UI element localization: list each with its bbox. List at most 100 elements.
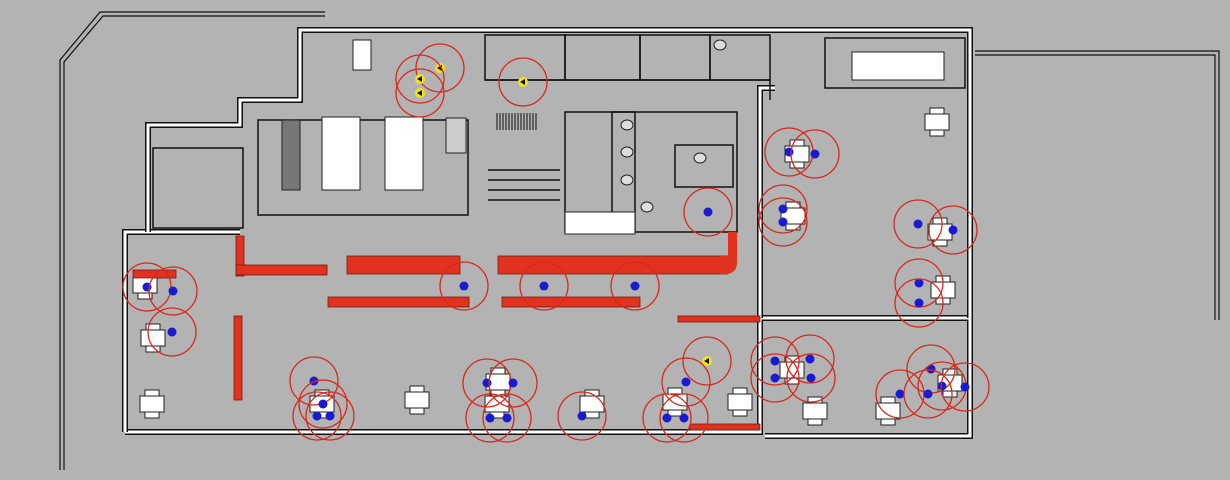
agent-radius	[750, 336, 800, 386]
table	[140, 329, 166, 347]
table-set	[727, 387, 753, 417]
agent-blue	[778, 217, 788, 227]
toilet	[620, 174, 634, 186]
wall-core	[125, 316, 972, 438]
table-set	[930, 275, 956, 305]
agent-radius	[785, 334, 835, 384]
agent-radius	[903, 369, 953, 419]
agent-blue	[948, 225, 958, 235]
agent-blue	[681, 377, 691, 387]
agent-blue	[630, 281, 640, 291]
agent-radius	[488, 358, 538, 408]
table	[404, 391, 430, 409]
agent-blue	[914, 298, 924, 308]
kitchen-island	[321, 116, 361, 191]
serving-counter	[235, 235, 245, 277]
agent-radius	[642, 393, 692, 443]
kitchen-block	[257, 119, 469, 216]
sink	[352, 39, 372, 71]
agent-blue	[168, 286, 178, 296]
accessible-restroom	[674, 144, 734, 188]
counters	[132, 232, 761, 431]
agent-radius	[298, 379, 348, 429]
agent-blue	[662, 413, 672, 423]
outer-wall	[59, 11, 325, 470]
agent-radius	[148, 266, 198, 316]
serving-counter	[501, 296, 641, 308]
serving-counter	[327, 296, 470, 308]
agent-blue	[937, 381, 947, 391]
restrooms	[611, 111, 738, 233]
agent-blue	[913, 219, 923, 229]
wall-core	[146, 60, 302, 232]
fridge	[445, 117, 467, 154]
serving-counter	[233, 315, 243, 401]
table-set	[924, 107, 950, 137]
agent-blue	[914, 278, 924, 288]
agent-radius	[305, 391, 355, 441]
serving-counter	[132, 269, 177, 279]
agent-radius	[557, 391, 607, 441]
grill	[281, 119, 301, 191]
agent-blue	[539, 281, 549, 291]
agent-radius	[439, 261, 489, 311]
agent-blue	[703, 207, 713, 217]
walls	[59, 11, 1220, 470]
wall-core	[123, 230, 240, 432]
table-set	[140, 323, 166, 353]
agent-radius	[395, 68, 445, 118]
toilet	[713, 39, 727, 51]
agent-radius	[610, 261, 660, 311]
agent-blue	[325, 411, 335, 421]
agent-radius	[758, 184, 808, 234]
wall-core	[298, 28, 972, 318]
agent-blue	[679, 413, 689, 423]
agent-direction-icon	[417, 76, 422, 82]
serving-counter	[346, 255, 461, 275]
agent-blue	[318, 399, 328, 409]
agent-blue	[577, 411, 587, 421]
corridor-wall	[485, 79, 771, 100]
agent-blue	[806, 373, 816, 383]
table-set	[802, 396, 828, 426]
agent-radius	[940, 362, 990, 412]
agent-radius	[292, 391, 342, 441]
outer-wall	[975, 54, 1216, 320]
agent-radius	[498, 57, 548, 107]
agent-direction-icon	[417, 90, 422, 96]
table	[579, 395, 605, 413]
agent-radius	[465, 393, 515, 443]
agent-blue	[312, 411, 322, 421]
agent-blue	[508, 378, 518, 388]
table-set	[404, 385, 430, 415]
serving-counter	[235, 264, 328, 276]
agent-radius	[519, 261, 569, 311]
agent-blue	[895, 389, 905, 399]
agent-radius	[758, 197, 808, 247]
restroom-sinks	[564, 211, 636, 235]
toilet	[620, 146, 634, 158]
agent-blue	[770, 356, 780, 366]
agent-radius	[683, 187, 733, 237]
agent-direction-icon	[520, 79, 525, 85]
agent-blue	[810, 149, 820, 159]
agent-blue	[805, 354, 815, 364]
outer-wall	[63, 15, 325, 470]
agent-radius	[750, 353, 800, 403]
table	[727, 393, 753, 411]
serving-counter	[677, 315, 761, 323]
agent-radius	[894, 278, 944, 328]
table	[139, 395, 165, 413]
table-set	[579, 389, 605, 419]
agent-blue	[923, 389, 933, 399]
agent-blue	[482, 378, 492, 388]
agent-radius	[786, 353, 836, 403]
kitchen-island	[384, 116, 424, 191]
agent-radius	[289, 356, 339, 406]
stairs	[488, 113, 560, 201]
toilet	[693, 152, 707, 164]
table	[875, 402, 901, 420]
service-room	[824, 37, 966, 89]
